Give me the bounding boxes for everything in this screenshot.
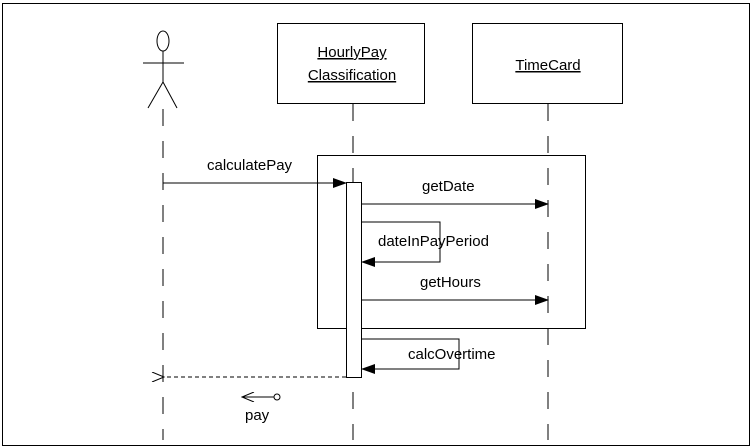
activation-bar [346,182,362,378]
message-label-get-date: getDate [422,178,475,195]
pay-token-icon [242,394,281,400]
return-label-pay: pay [245,407,270,424]
loop-frame [317,155,586,329]
message-label-get-hours: getHours [420,274,481,291]
message-arrow-date-in-pay-period [361,221,441,267]
participant-label-timecard: TimeCard [515,57,580,74]
participant-box-timecard [472,23,623,104]
actor-icon [143,30,184,109]
participant-label-hourly-pay-line2: Classification [308,67,396,84]
message-arrow-calc-overtime [361,338,460,374]
participant-box-hourly-pay-classification [277,23,425,104]
diagram-frame [2,3,750,446]
message-label-date-in-pay-period: dateInPayPeriod [378,233,489,250]
participant-label-hourly-pay-line1: HourlyPay [317,44,387,61]
message-label-calculate-pay: calculatePay [207,157,293,174]
message-label-calc-overtime: calcOvertime [408,346,496,363]
